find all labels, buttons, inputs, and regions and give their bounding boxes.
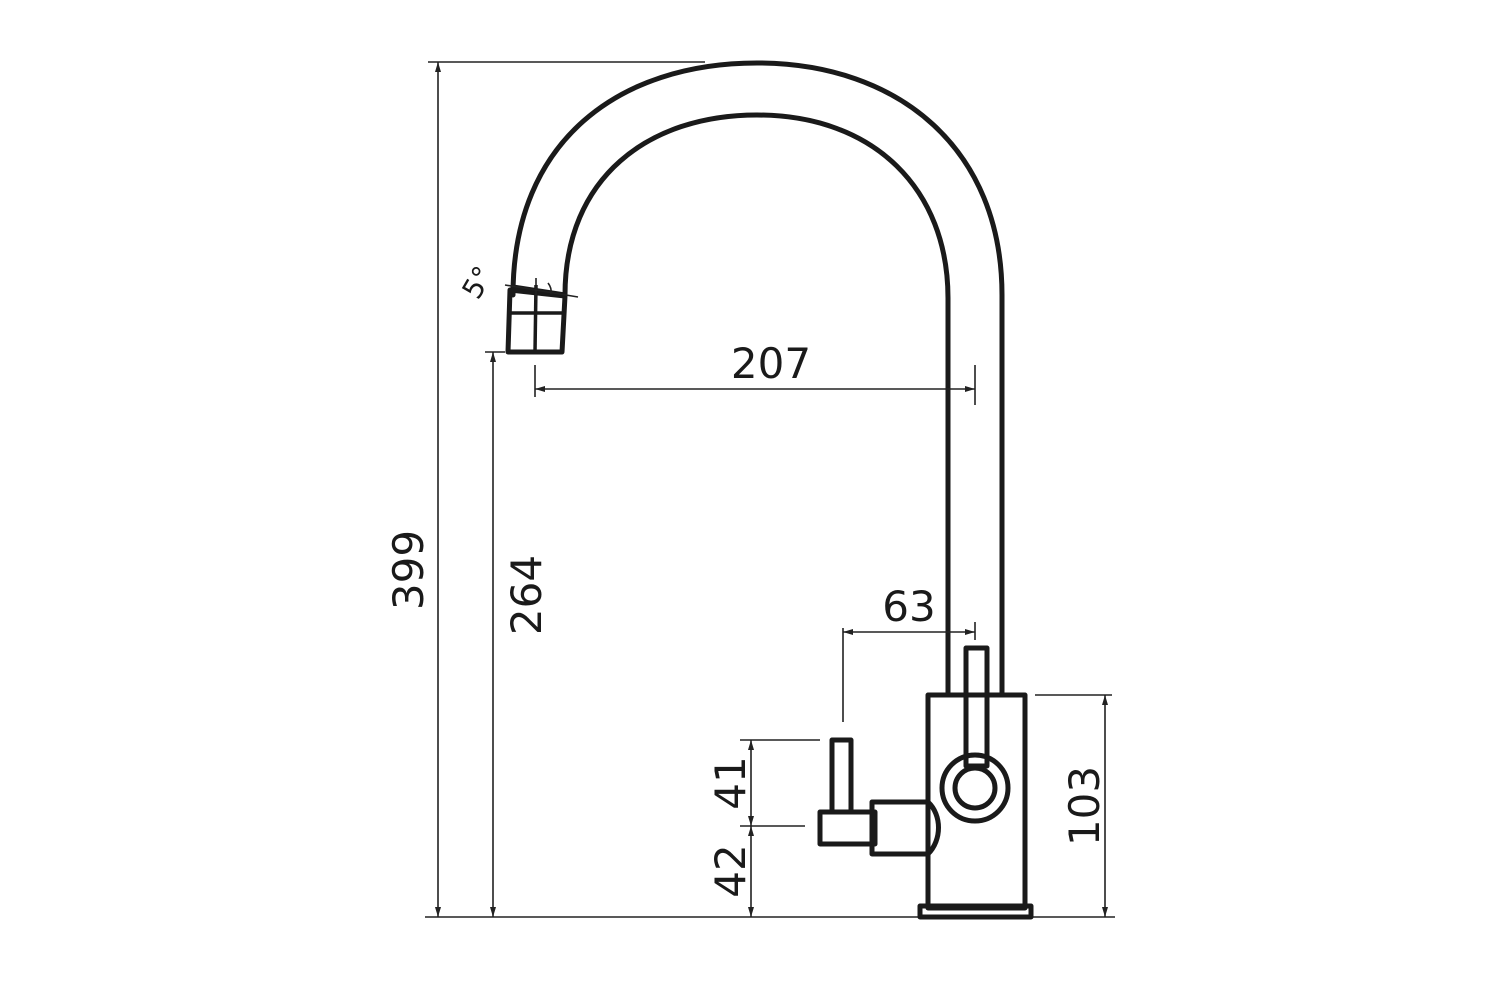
dim-handle-lower-label: 42 [706, 844, 755, 897]
dim-body-height: 103 [1035, 694, 1112, 917]
dim-spout-height-label: 264 [502, 555, 551, 635]
dim-total-height: 399 [384, 61, 705, 917]
dim-handle-heights: 41 42 [706, 739, 820, 917]
dim-reach-label: 207 [731, 339, 811, 388]
dim-lever-offset: 63 [842, 582, 976, 722]
dim-handle-upper-label: 41 [706, 756, 755, 809]
dim-reach: 207 [534, 339, 976, 405]
dim-lever-offset-label: 63 [882, 582, 935, 631]
dim-total-height-label: 399 [384, 530, 433, 610]
dim-body-height-label: 103 [1060, 766, 1109, 846]
dim-spout-height: 264 [485, 351, 551, 917]
side-handle [817, 737, 941, 857]
main-lever [939, 645, 1011, 824]
angle-label: 5° [455, 260, 499, 304]
